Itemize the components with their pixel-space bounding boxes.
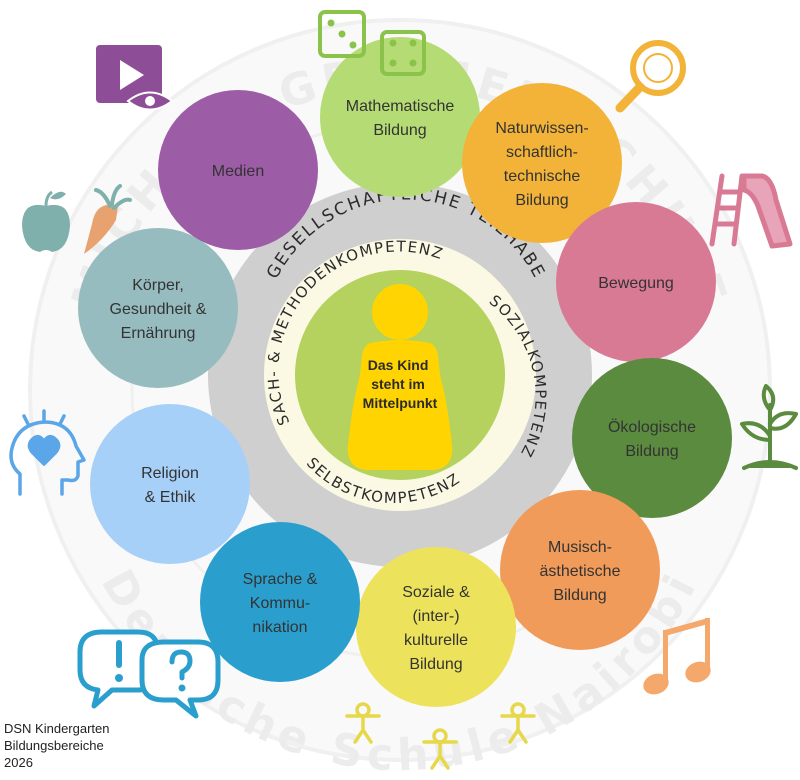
video-play-icon [96, 45, 174, 111]
area-religion: Religion& Ethik [90, 404, 250, 564]
area-label: Religion& Ethik [141, 465, 199, 506]
area-circle [90, 404, 250, 564]
area-circle [158, 90, 318, 250]
area-label: Medien [212, 163, 264, 180]
area-bewegung: Bewegung [556, 202, 716, 362]
dice-icon [318, 10, 426, 76]
caption: DSN Kindergarten Bildungsbereiche 2026 [4, 720, 110, 771]
head-heart-icon [9, 409, 86, 496]
area-circle [462, 83, 622, 243]
caption-line-2: Bildungsbereiche [4, 738, 104, 753]
magnifier-icon [615, 40, 686, 113]
caption-line-3: 2026 [4, 755, 33, 770]
area-circle [78, 228, 238, 388]
area-circle [556, 202, 716, 362]
caption-line-1: DSN Kindergarten [4, 721, 110, 736]
area-koerper: Körper,Gesundheit &Ernährung [78, 228, 238, 388]
area-circle [572, 358, 732, 518]
area-label: Körper,Gesundheit &Ernährung [110, 277, 207, 342]
plant-icon [740, 384, 798, 470]
area-label: Sprache &Kommu-nikation [243, 571, 318, 636]
area-sprache: Sprache &Kommu-nikation [200, 522, 360, 682]
area-circle [200, 522, 360, 682]
slide-icon [709, 173, 793, 249]
center-label: Das Kind steht im Mittelpunkt [363, 357, 438, 411]
area-label: Bewegung [598, 275, 674, 292]
child-figure-icon [347, 284, 453, 470]
area-circle [320, 37, 480, 197]
area-medien: Medien [158, 90, 318, 250]
area-circle [356, 547, 516, 707]
children-circle-icon [345, 702, 536, 770]
speech-bubbles-icon [77, 629, 221, 719]
music-note-icon [643, 618, 711, 695]
apple-carrot-icon [22, 184, 132, 254]
area-circle [500, 490, 660, 650]
